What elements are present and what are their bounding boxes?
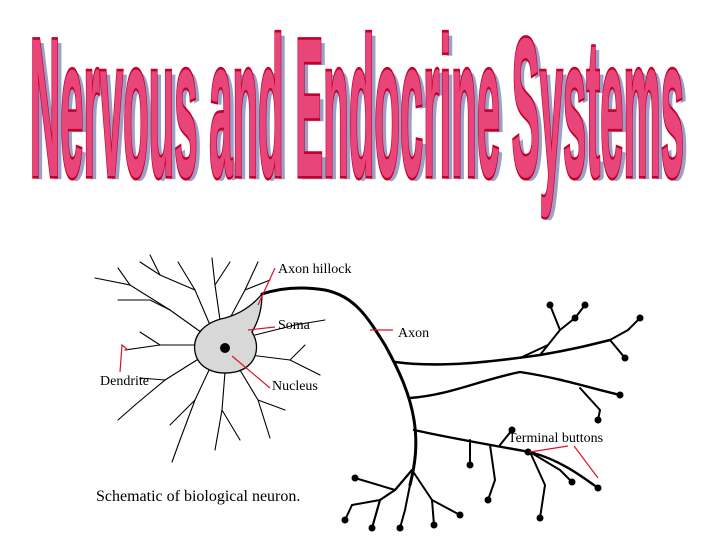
terminal-buttons	[341, 301, 644, 532]
page-title: Nervous and Endocrine Systems	[30, 0, 684, 219]
label-nucleus: Nucleus	[272, 379, 318, 394]
leader-lines	[119, 267, 599, 479]
diagram-caption: Schematic of biological neuron.	[96, 488, 300, 505]
dendrites	[94, 254, 326, 463]
title-shadow: Nervous and Endocrine Systems	[34, 2, 688, 223]
neuron-diagram: Axon hillock Soma Axon Dendrite Nucleus …	[94, 254, 644, 532]
label-axon: Axon	[398, 326, 429, 341]
label-axon-hillock: Axon hillock	[278, 262, 352, 277]
label-dendrite: Dendrite	[100, 374, 149, 389]
soma-shape	[193, 292, 263, 374]
nucleus-dot	[220, 343, 230, 353]
label-soma: Soma	[278, 318, 311, 333]
label-terminal-buttons: Terminal buttons	[508, 431, 603, 446]
title-wordart: Nervous and Endocrine Systems Nervous an…	[29, 0, 688, 223]
axon-path	[260, 286, 641, 530]
